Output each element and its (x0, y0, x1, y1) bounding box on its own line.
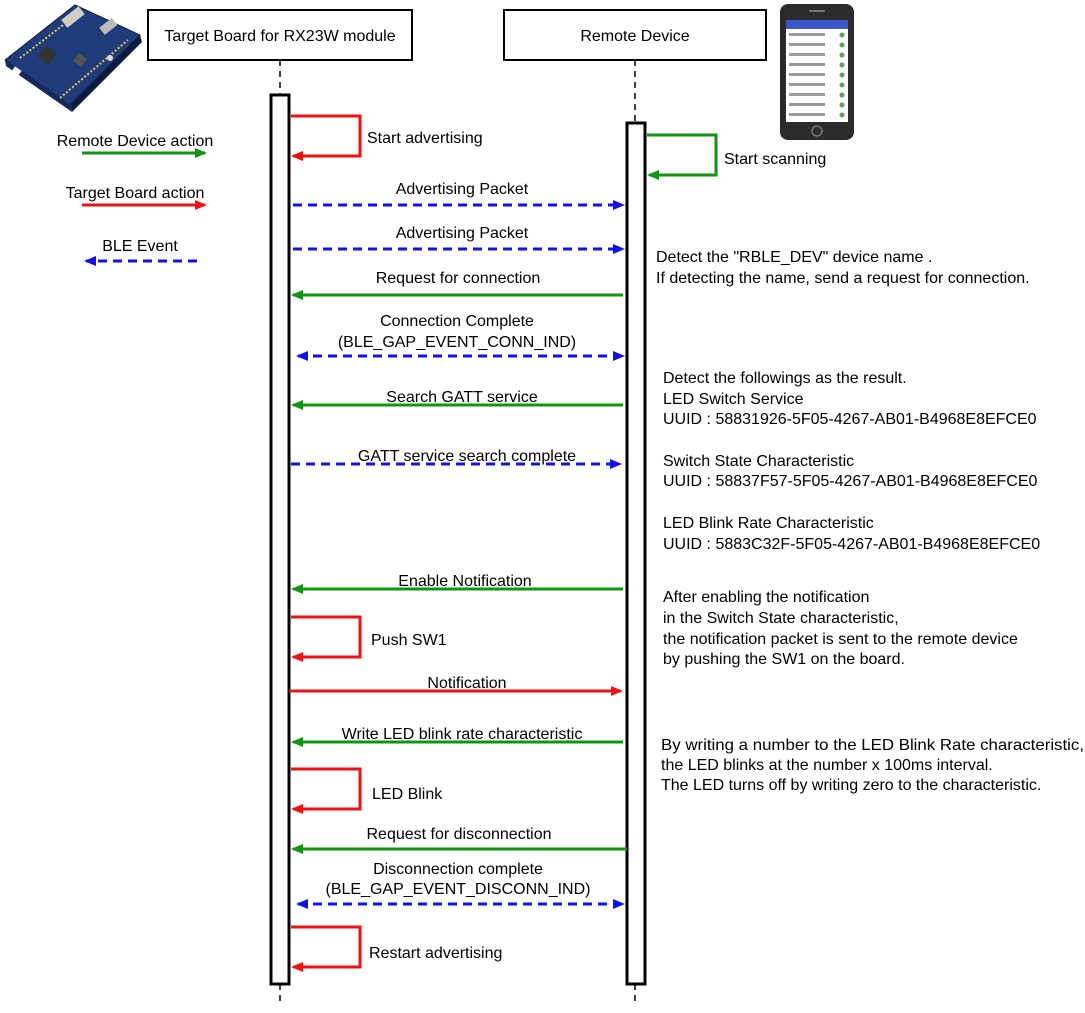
note-line: If detecting the name, send a request fo… (656, 270, 1030, 287)
msg-disconn-complete-line1: Disconnection complete (373, 861, 543, 878)
note-line: in the Switch State characteristic, (663, 610, 899, 627)
note-detect-name: Detect the "RBLE_DEV" device name . If d… (656, 249, 1030, 287)
msg-start-scanning: Start scanning (724, 151, 826, 168)
note-line: LED Blink Rate Characteristic (663, 515, 874, 532)
note-detect-services: Detect the followings as the result. LED… (663, 370, 1037, 428)
msg-gatt-complete: GATT service search complete (358, 448, 576, 465)
msg-notification: Notification (427, 675, 506, 692)
note-line: By writing a number to the LED Blink Rat… (661, 737, 1084, 754)
note-line: the LED blinks at the number x 100ms int… (661, 757, 993, 774)
self-loop-restart-advertising (291, 925, 362, 972)
participant-remote-label: Remote Device (580, 28, 689, 45)
note-notification-info: After enabling the notification in the S… (663, 589, 1018, 668)
note-line: Detect the followings as the result. (663, 370, 907, 387)
note-line: by pushing the SW1 on the board. (663, 651, 905, 668)
msg-search-gatt: Search GATT service (386, 389, 538, 406)
msg-adv-packet-2: Advertising Packet (396, 225, 529, 242)
note-line: After enabling the notification (663, 589, 869, 606)
activation-bar-target (269, 93, 291, 986)
msg-conn-complete-line2: (BLE_GAP_EVENT_CONN_IND) (338, 334, 576, 351)
participant-target-board: Target Board for RX23W module (147, 9, 413, 61)
note-switch-char: Switch State Characteristic UUID : 58837… (663, 453, 1038, 490)
msg-request-disconnection: Request for disconnection (367, 826, 552, 843)
note-line: the notification packet is sent to the r… (663, 631, 1018, 648)
msg-start-advertising: Start advertising (367, 130, 483, 147)
legend: Remote Device action Target Board action… (57, 133, 214, 266)
legend-target-action-label: Target Board action (66, 185, 205, 202)
board-photo-icon (4, 4, 142, 112)
msg-write-led: Write LED blink rate characteristic (342, 726, 583, 743)
msg-restart-advertising: Restart advertising (369, 945, 502, 962)
note-line: UUID : 58837F57-5F05-4267-AB01-B4968E8EF… (663, 473, 1038, 490)
participant-target-label: Target Board for RX23W module (164, 28, 395, 45)
legend-remote-action-label: Remote Device action (57, 133, 214, 150)
msg-request-connection: Request for connection (376, 270, 541, 287)
self-loop-push-sw1 (291, 615, 362, 662)
msg-conn-complete-line1: Connection Complete (380, 313, 534, 330)
note-blink-char: LED Blink Rate Characteristic UUID : 588… (663, 515, 1040, 553)
note-line: The LED turns off by writing zero to the… (661, 777, 1041, 794)
msg-push-sw1: Push SW1 (371, 632, 447, 649)
msg-disconn-complete-line2: (BLE_GAP_EVENT_DISCONN_IND) (326, 881, 591, 898)
note-line: UUID : 5883C32F-5F05-4267-AB01-B4968E8EF… (663, 536, 1040, 553)
legend-ble-event-label: BLE Event (102, 238, 178, 255)
self-loop-start-advertising (291, 114, 362, 161)
note-blink-info: By writing a number to the LED Blink Rat… (661, 737, 1084, 794)
note-line: LED Switch Service (663, 391, 804, 408)
msg-enable-notification: Enable Notification (398, 573, 531, 590)
self-loop-start-scanning (647, 133, 718, 180)
msg-adv-packet-1: Advertising Packet (396, 181, 529, 198)
note-line: UUID : 58831926-5F05-4267-AB01-B4968E8EF… (663, 411, 1037, 428)
self-loop-led-blink (291, 767, 362, 814)
msg-led-blink: LED Blink (372, 786, 443, 803)
note-line: Switch State Characteristic (663, 453, 854, 470)
smartphone-icon (780, 4, 854, 140)
note-line: Detect the "RBLE_DEV" device name . (656, 249, 932, 266)
participant-remote-device: Remote Device (503, 9, 767, 61)
activation-bar-remote (625, 121, 647, 986)
